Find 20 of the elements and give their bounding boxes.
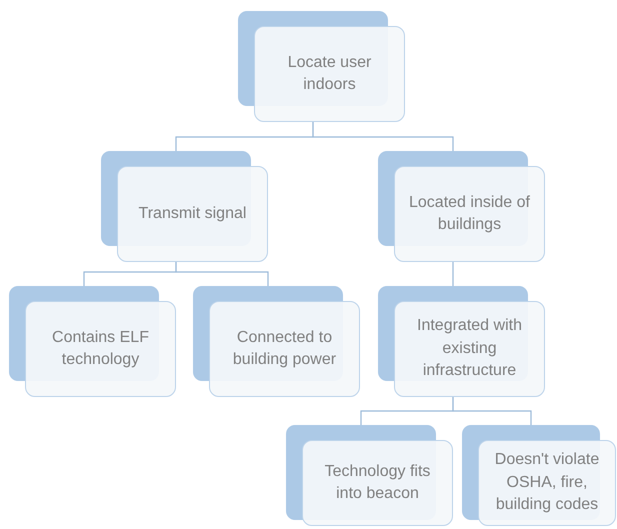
process-box (378, 151, 545, 262)
process-box (238, 11, 405, 122)
process-box (286, 425, 453, 526)
process-box (378, 286, 545, 397)
connector-line (175, 262, 269, 286)
process-box (9, 286, 176, 397)
node-label: Integrated with existing infrastructure (416, 316, 523, 382)
node-label: Locate user indoors (286, 52, 372, 95)
connector-line (452, 262, 454, 286)
process-box (193, 286, 360, 397)
process-box (101, 151, 268, 262)
node-label: Connected to building power (232, 328, 338, 370)
connector-line (452, 397, 532, 425)
node-label: Doesn't violate OSHA, fire, building codes (494, 450, 600, 516)
process-box (462, 425, 616, 526)
node-label: Transmit signal (138, 204, 246, 224)
connector-line (312, 122, 454, 151)
node-label: Contains ELF technology (51, 328, 150, 370)
node-label: Located inside of buildings (408, 192, 531, 235)
node-label: Technology fits into beacon (324, 462, 432, 504)
